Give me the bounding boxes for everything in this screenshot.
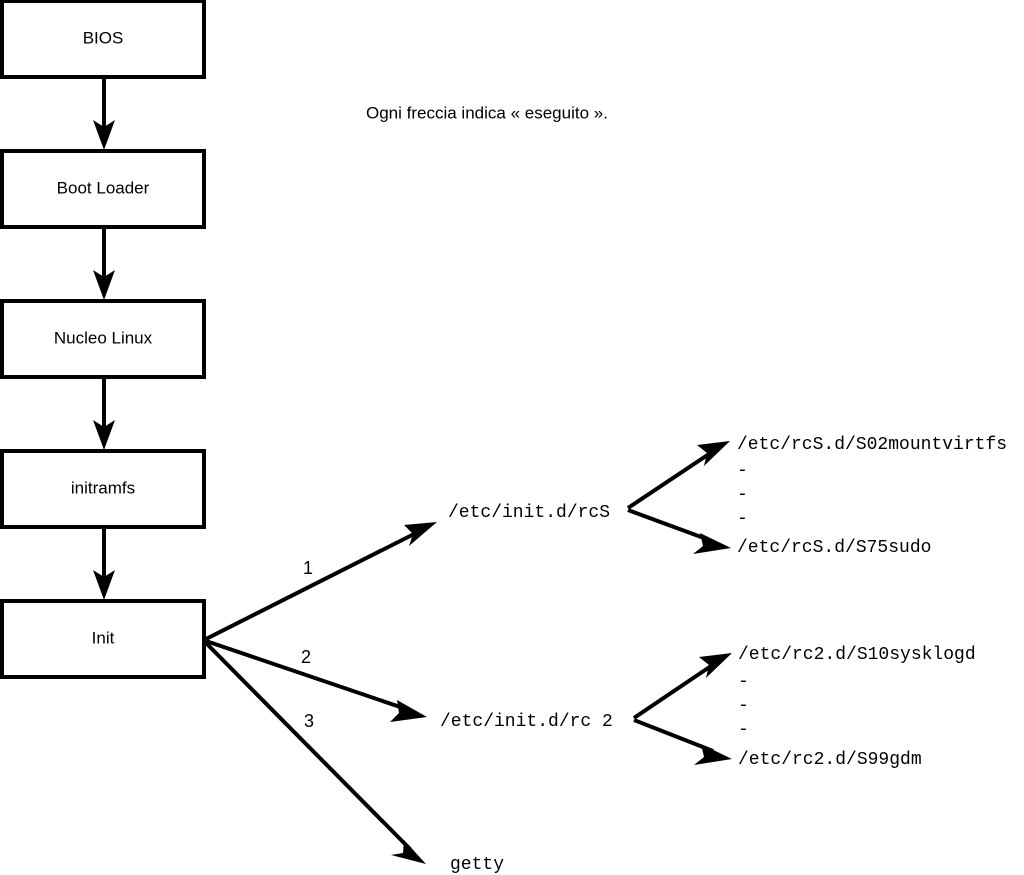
branch-2-number: 2 — [301, 647, 311, 667]
rc2-script-label: /etc/init.d/rc 2 — [440, 712, 613, 732]
rc2-ellipsis-dash-2: - — [738, 696, 749, 716]
rcS-first-script-label: /etc/rcS.d/S02mountvirtfs — [737, 435, 1007, 455]
initramfs-box — [0, 449, 206, 529]
kernel-label: Nucleo Linux — [54, 328, 153, 347]
node-init: Init — [0, 599, 206, 679]
rc2-ellipsis-dash-1: - — [738, 672, 749, 692]
initramfs-label: initramfs — [71, 478, 135, 497]
arrow-bios-to-bootloader — [93, 77, 115, 150]
node-bootloader: Boot Loader — [0, 149, 206, 229]
arrow-rcS-to-last-script — [627, 508, 731, 554]
rc2-last-script-label: /etc/rc2.d/S99gdm — [738, 750, 922, 770]
arrow-init-branch-3 — [204, 641, 426, 864]
bios-label: BIOS — [83, 28, 124, 47]
diagram-caption: Ogni freccia indica « eseguito ». — [366, 103, 608, 122]
arrow-bootloader-to-kernel — [93, 227, 115, 300]
rcS-ellipsis-dash-1: - — [737, 461, 748, 481]
node-kernel: Nucleo Linux — [0, 299, 206, 379]
branch-1-number: 1 — [303, 558, 313, 578]
arrow-rcS-to-first-script — [626, 441, 730, 510]
init-label: Init — [92, 628, 115, 647]
rc2-ellipsis-dash-3: - — [738, 720, 749, 740]
bios-box — [0, 0, 206, 79]
rcS-ellipsis-dash-2: - — [737, 485, 748, 505]
arrow-init-branch-1 — [205, 522, 437, 641]
arrow-init-branch-2 — [205, 639, 427, 722]
arrow-rc2-to-last-script — [633, 718, 732, 765]
node-initramfs: initramfs — [0, 449, 206, 529]
node-bios: BIOS — [0, 0, 206, 79]
arrow-rc2-to-first-script — [632, 653, 732, 720]
arrow-initramfs-to-init — [93, 527, 115, 600]
getty-label: getty — [450, 855, 504, 875]
branch-3-number: 3 — [304, 711, 314, 731]
init-box — [0, 599, 206, 679]
rc2-first-script-label: /etc/rc2.d/S10sysklogd — [738, 645, 976, 665]
rcS-last-script-label: /etc/rcS.d/S75sudo — [737, 538, 931, 558]
bootloader-label: Boot Loader — [57, 178, 150, 197]
arrow-kernel-to-initramfs — [93, 377, 115, 450]
rcS-script-label: /etc/init.d/rcS — [448, 503, 610, 523]
rcS-ellipsis-dash-3: - — [737, 509, 748, 529]
